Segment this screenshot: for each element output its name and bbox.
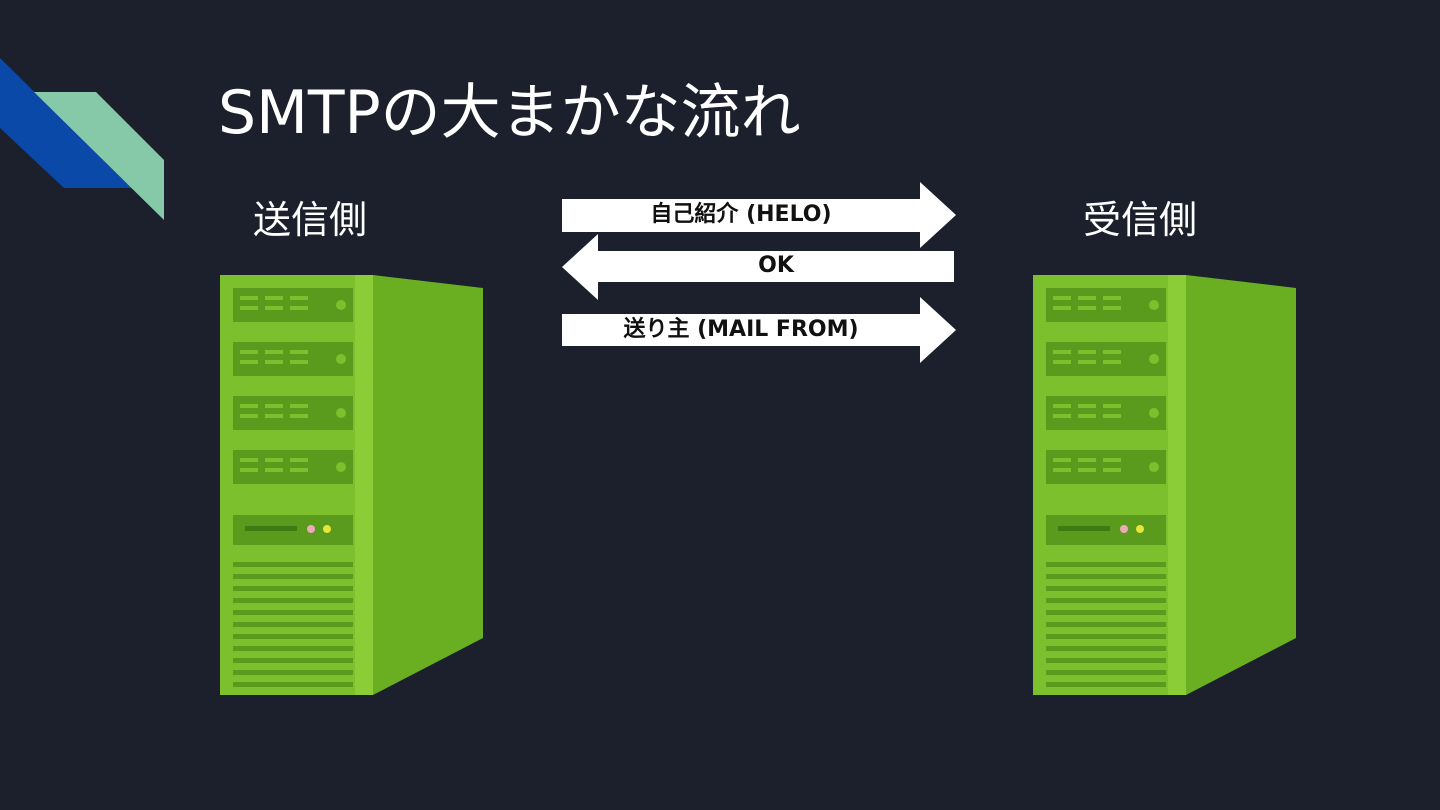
ok-arrow: OK — [562, 234, 958, 300]
corner-stripes-decoration — [0, 58, 164, 220]
receiver-server-icon — [1033, 275, 1296, 695]
helo-label: 自己紹介 (HELO) — [650, 202, 832, 227]
arrow-right-icon — [562, 182, 956, 248]
sender-label: 送信側 — [253, 198, 368, 242]
sender-server-icon — [220, 275, 483, 695]
arrow-left-icon — [562, 234, 954, 300]
mail-from-label: 送り主 (MAIL FROM) — [623, 317, 859, 342]
slide-title: SMTPの大まかな流れ — [218, 78, 801, 148]
mail-from-arrow: 送り主 (MAIL FROM) — [562, 297, 958, 363]
helo-arrow: 自己紹介 (HELO) — [562, 182, 958, 248]
receiver-label: 受信側 — [1083, 198, 1198, 242]
arrow-right-icon — [562, 297, 956, 363]
ok-label: OK — [758, 253, 794, 278]
